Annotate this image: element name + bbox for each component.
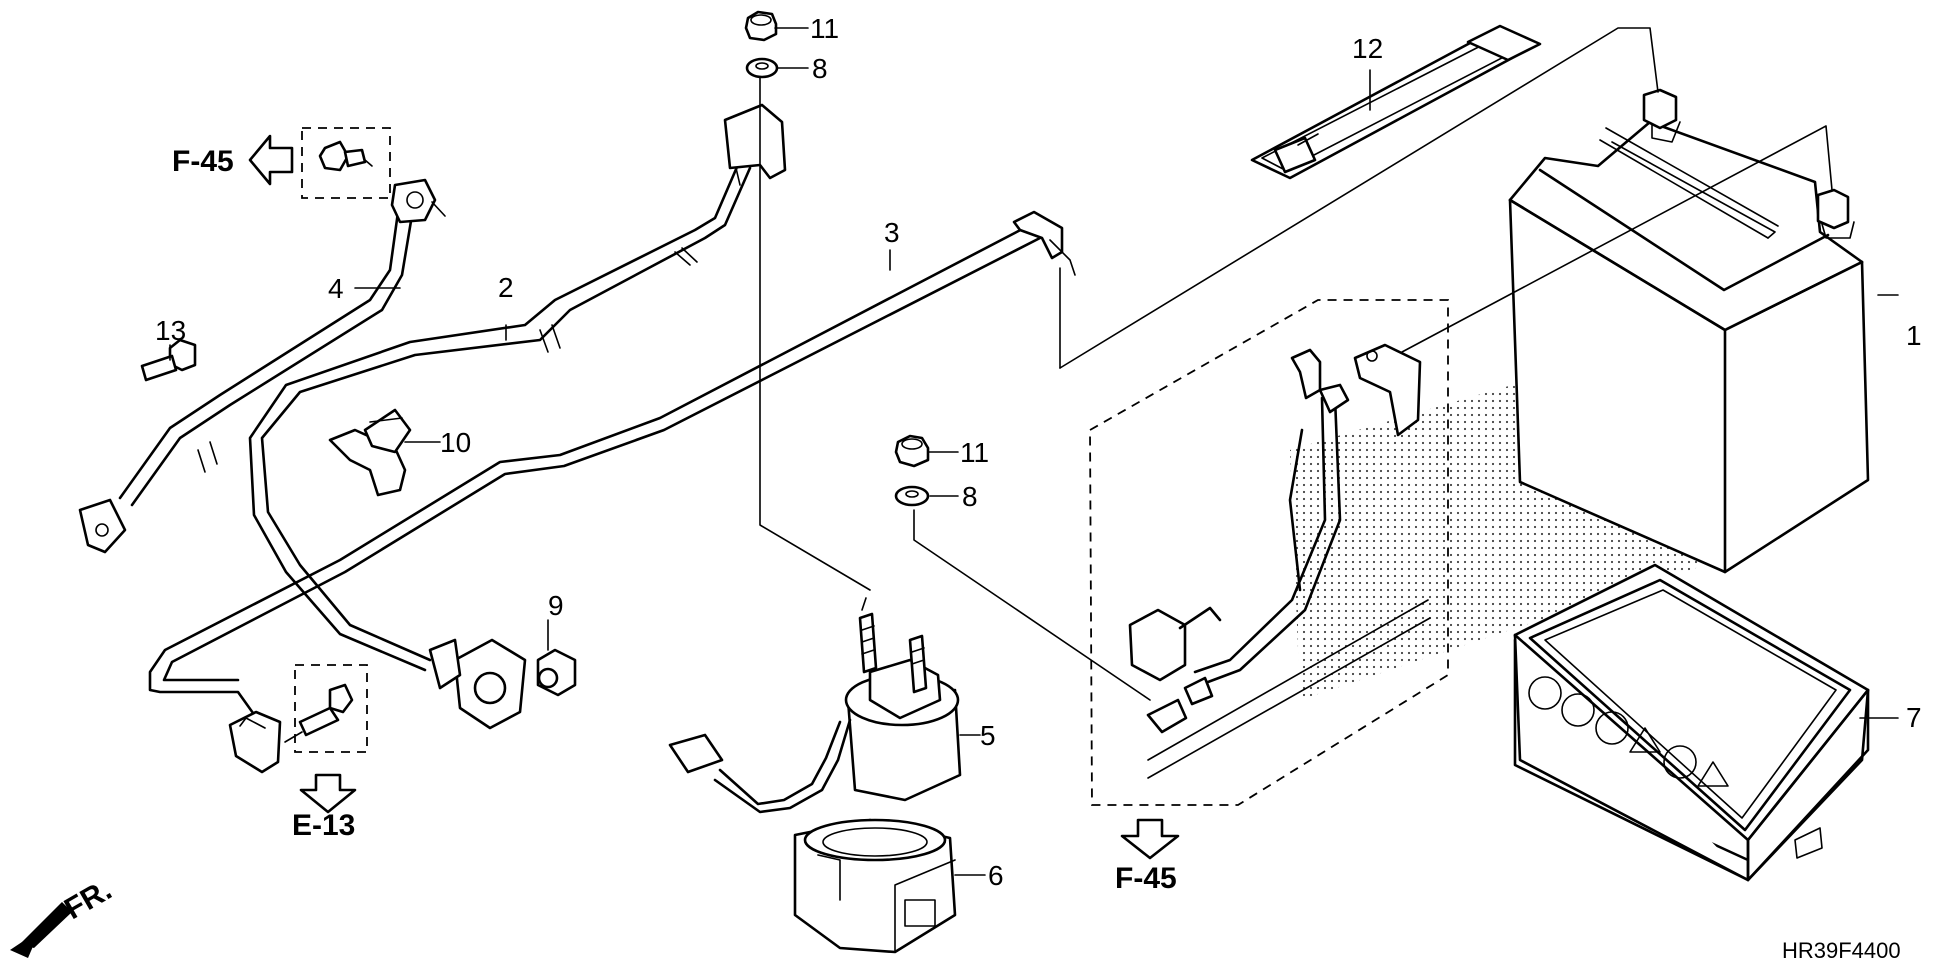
callout-3: 3 bbox=[884, 217, 900, 248]
callout-11-middle: 11 bbox=[960, 437, 989, 468]
nut-upper[interactable] bbox=[744, 10, 778, 42]
lower-bolt bbox=[284, 664, 368, 753]
callout-5: 5 bbox=[980, 720, 996, 751]
nut-leader-lines bbox=[759, 27, 1151, 701]
f45-bottom-arrow[interactable] bbox=[1120, 818, 1180, 860]
callout-6: 6 bbox=[988, 860, 1004, 891]
ref-e13[interactable]: E-13 bbox=[292, 809, 355, 842]
battery[interactable] bbox=[1508, 88, 1870, 574]
harness-subassembly[interactable] bbox=[1089, 299, 1449, 806]
callout-4: 4 bbox=[328, 273, 344, 304]
washer-middle[interactable] bbox=[894, 485, 930, 507]
callout-12: 12 bbox=[1352, 33, 1383, 64]
battery-leader-lines bbox=[1059, 27, 1899, 719]
ref-f45-bottom[interactable]: F-45 bbox=[1115, 862, 1177, 895]
flange-bolt[interactable] bbox=[140, 338, 197, 382]
callout-7: 7 bbox=[1906, 702, 1922, 733]
hex-nut[interactable] bbox=[536, 648, 577, 697]
starter-relay[interactable] bbox=[668, 597, 962, 814]
negative-cable[interactable] bbox=[148, 210, 1076, 774]
callout-8-upper: 8 bbox=[812, 53, 828, 84]
ref-f45-top[interactable]: F-45 bbox=[172, 145, 234, 178]
battery-box[interactable] bbox=[1513, 563, 1870, 882]
cable-tie[interactable] bbox=[328, 408, 412, 497]
callout-13: 13 bbox=[155, 315, 186, 346]
callout-1: 1 bbox=[1906, 320, 1922, 351]
callout-2: 2 bbox=[498, 272, 514, 303]
relay-cover[interactable] bbox=[793, 818, 957, 954]
top-bolt bbox=[301, 127, 391, 199]
callout-8-middle: 8 bbox=[962, 481, 978, 512]
callout-leader-lines bbox=[169, 69, 1371, 876]
front-direction-label: FR. bbox=[59, 873, 117, 926]
e13-arrow[interactable] bbox=[299, 773, 357, 814]
callout-11-upper: 11 bbox=[810, 13, 839, 44]
washer-upper[interactable] bbox=[745, 57, 779, 79]
callout-9: 9 bbox=[548, 590, 564, 621]
diagram-code: HR39F4400 bbox=[1782, 938, 1901, 963]
positive-cable[interactable] bbox=[248, 103, 787, 730]
ground-cable[interactable] bbox=[78, 178, 446, 554]
f45-top-arrow[interactable] bbox=[248, 134, 294, 186]
battery-strap[interactable] bbox=[1250, 24, 1542, 180]
callout-10: 10 bbox=[440, 427, 471, 458]
front-direction-arrow bbox=[10, 902, 72, 958]
nut-middle[interactable] bbox=[894, 434, 930, 468]
